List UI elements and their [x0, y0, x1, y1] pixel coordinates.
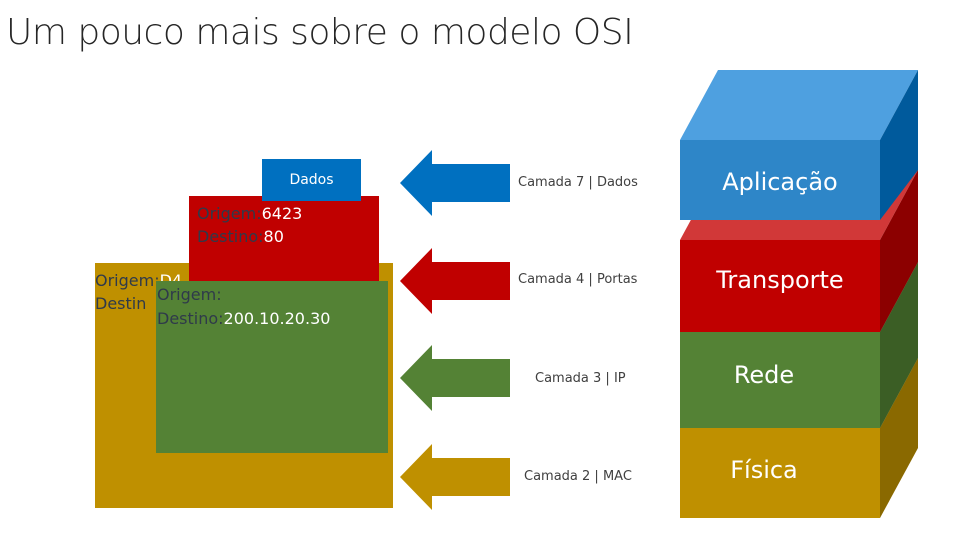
- mac-dest-label: Destin: [95, 294, 146, 314]
- ip-origin-label: Origem:: [157, 285, 222, 305]
- ip-dest-label: Destino:200.10.20.30: [157, 309, 330, 329]
- tcp-segment-box: [189, 196, 379, 281]
- stack-label-aplicacao: Aplicação: [722, 168, 838, 196]
- page-title: Um pouco mais sobre o modelo OSI: [6, 12, 634, 53]
- ip-origin-key: Origem:: [157, 285, 222, 304]
- tcp-dest-key: Destino:: [197, 227, 264, 246]
- tcp-origin-value: 6423: [261, 204, 303, 223]
- stack-label-transporte: Transporte: [716, 266, 844, 294]
- mac-dest-key: Destin: [95, 294, 147, 313]
- ip-dest-key: Destino:: [157, 309, 224, 328]
- data-label: Dados: [289, 172, 334, 188]
- arrows-svg: [400, 150, 683, 510]
- caption-layer-3: Camada 3 | IP: [535, 371, 626, 386]
- mac-origin-key: Origem:: [95, 271, 160, 290]
- ip-packet-box: [156, 281, 388, 453]
- tcp-dest-value: 80: [263, 227, 284, 246]
- stack-block-aplicacao: [680, 70, 918, 220]
- stack-label-rede: Rede: [733, 361, 795, 389]
- tcp-origin-label: Origem:6423: [197, 204, 302, 224]
- ip-dest-value: 200.10.20.30: [223, 309, 331, 328]
- stack-label-fisica: Física: [730, 456, 798, 484]
- tcp-origin-key: Origem:: [197, 204, 262, 223]
- caption-layer-7: Camada 7 | Dados: [518, 175, 638, 190]
- tcp-dest-label: Destino:80: [197, 227, 284, 247]
- data-box: [262, 159, 361, 201]
- osi-stack-svg: [680, 70, 918, 518]
- caption-layer-4: Camada 4 | Portas: [518, 272, 638, 287]
- caption-layer-2: Camada 2 | MAC: [524, 469, 632, 484]
